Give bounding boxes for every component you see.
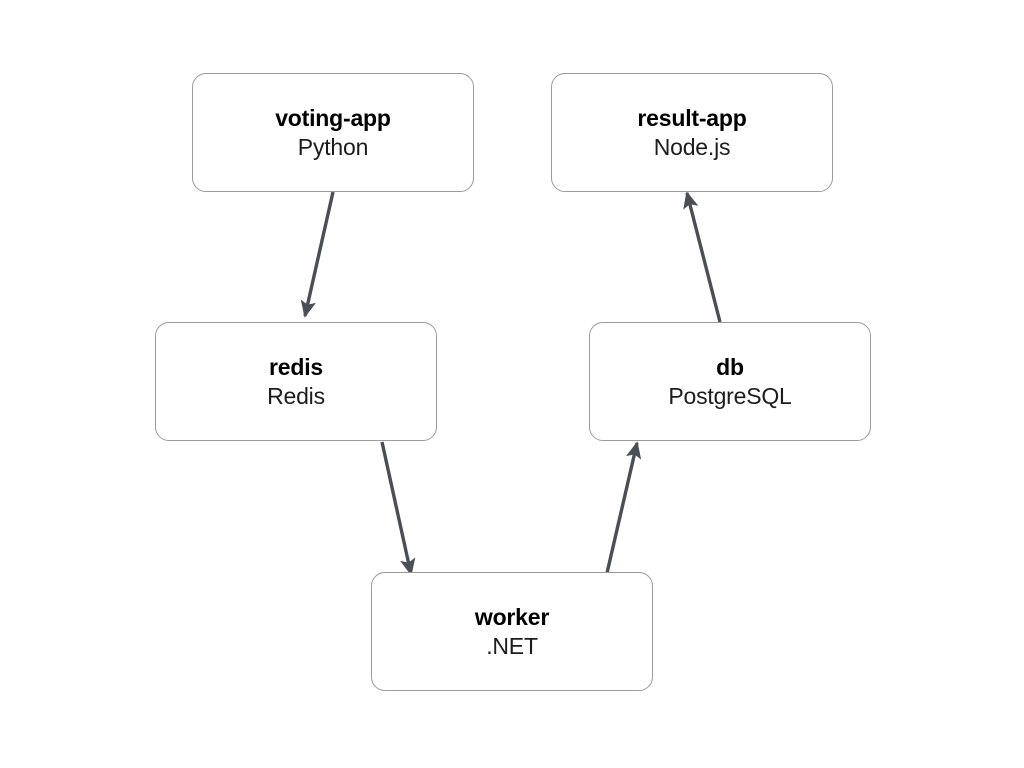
node-title: db (716, 354, 744, 381)
node-subtitle: PostgreSQL (668, 382, 792, 409)
node-title: redis (269, 354, 323, 381)
node-title: voting-app (275, 105, 391, 132)
node-worker[interactable]: worker .NET (371, 572, 653, 691)
edge-redis-to-worker (380, 441, 416, 576)
node-title: worker (474, 604, 550, 631)
node-redis[interactable]: redis Redis (155, 322, 437, 441)
node-voting-app[interactable]: voting-app Python (192, 73, 474, 192)
node-result-app[interactable]: result-app Node.js (551, 73, 833, 192)
edge-worker-to-db (605, 441, 642, 574)
node-title: result-app (637, 105, 747, 132)
edge-voting-app-to-redis (300, 191, 335, 318)
node-subtitle: Python (297, 133, 369, 160)
node-subtitle: .NET (486, 632, 538, 659)
node-db[interactable]: db PostgreSQL (589, 322, 871, 441)
node-subtitle: Redis (267, 382, 325, 409)
node-subtitle: Node.js (653, 133, 731, 160)
edge-db-to-result-app (683, 191, 722, 323)
